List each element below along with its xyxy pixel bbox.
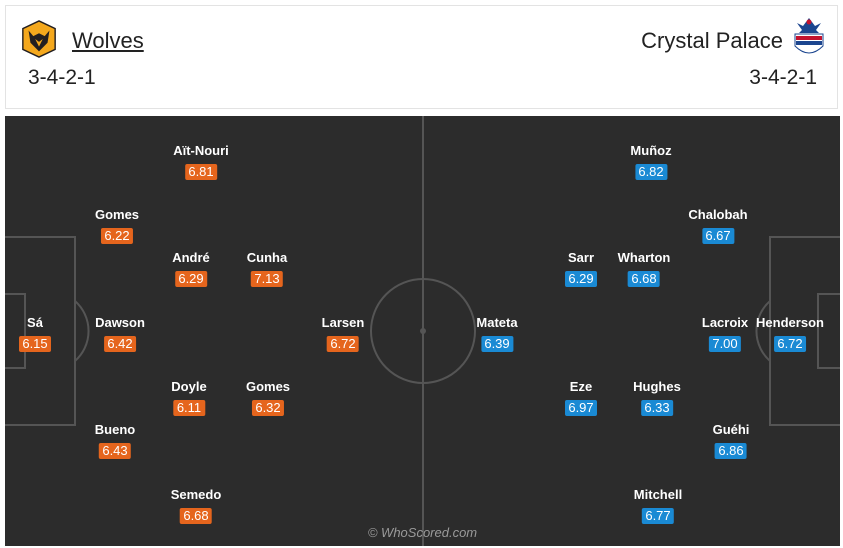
player-name: Eze <box>569 379 593 394</box>
player-rating: 6.43 <box>98 443 131 459</box>
player-name: Semedo <box>170 487 222 502</box>
player-ait-nouri[interactable]: Aït-Nouri 6.81 <box>173 143 229 180</box>
player-dawson[interactable]: Dawson 6.42 <box>95 315 145 352</box>
player-rating: 6.29 <box>175 271 207 287</box>
lineup-header: Wolves 3-4-2-1 Crystal Palace 3-4-2-1 <box>5 5 838 109</box>
watermark: © WhoScored.com <box>367 525 478 540</box>
player-name: Lacroix <box>701 315 749 330</box>
wolves-crest-icon <box>22 20 56 58</box>
player-lacroix[interactable]: Lacroix 7.00 <box>702 315 748 352</box>
player-rating: 6.68 <box>628 271 660 287</box>
player-name: Gomes <box>245 379 291 394</box>
player-rating: 6.15 <box>19 336 51 352</box>
player-rating: 6.39 <box>481 336 513 352</box>
player-gomes-lwb[interactable]: Gomes 6.22 <box>95 207 139 244</box>
player-name: Guéhi <box>712 422 750 437</box>
player-name: Doyle <box>171 379 207 394</box>
pitch: Aït-Nouri 6.81 Gomes 6.22 André 6.29 Cun… <box>5 116 840 546</box>
player-cunha[interactable]: Cunha 7.13 <box>247 250 287 287</box>
player-name: Dawson <box>95 315 145 330</box>
player-rating: 6.97 <box>565 400 597 416</box>
player-chalobah[interactable]: Chalobah 6.67 <box>688 207 748 244</box>
player-bueno[interactable]: Bueno 6.43 <box>95 422 135 459</box>
player-mateta[interactable]: Mateta 6.39 <box>476 315 518 352</box>
player-rating: 6.86 <box>715 443 747 459</box>
player-doyle[interactable]: Doyle 6.11 <box>171 379 207 416</box>
player-rating: 6.72 <box>326 336 359 352</box>
player-name: Hughes <box>633 379 681 394</box>
player-munoz[interactable]: Muñoz 6.82 <box>630 143 672 180</box>
player-rating: 6.11 <box>173 400 205 416</box>
player-name: Sarr <box>567 250 595 265</box>
player-wharton[interactable]: Wharton 6.68 <box>617 250 671 287</box>
player-name: Wharton <box>617 250 671 265</box>
player-henderson[interactable]: Henderson 6.72 <box>756 315 824 352</box>
player-name: Gomes <box>94 207 140 222</box>
player-rating: 6.22 <box>100 228 133 244</box>
player-eze[interactable]: Eze 6.97 <box>565 379 597 416</box>
player-name: Muñoz <box>630 143 672 158</box>
player-rating: 6.33 <box>640 400 673 416</box>
player-rating: 6.32 <box>251 400 284 416</box>
player-mitchell[interactable]: Mitchell 6.77 <box>634 487 682 524</box>
player-name: Larsen <box>321 315 365 330</box>
player-rating: 6.67 <box>701 228 734 244</box>
player-sarr[interactable]: Sarr 6.29 <box>565 250 597 287</box>
player-name: Bueno <box>94 422 136 437</box>
pitch-markings <box>5 116 840 546</box>
player-rating: 7.13 <box>250 271 283 287</box>
player-name: Mateta <box>476 315 518 330</box>
player-rating: 6.42 <box>104 336 136 352</box>
player-andre[interactable]: André 6.29 <box>172 250 210 287</box>
player-name: Mitchell <box>633 487 683 502</box>
player-hughes[interactable]: Hughes 6.33 <box>633 379 681 416</box>
player-rating: 6.77 <box>642 508 674 524</box>
player-rating: 6.68 <box>179 508 212 524</box>
player-name: Cunha <box>246 250 288 265</box>
player-rating: 6.29 <box>565 271 597 287</box>
player-name: Henderson <box>756 315 824 330</box>
away-team-name[interactable]: Crystal Palace <box>641 28 783 53</box>
player-name: Aït-Nouri <box>173 143 229 158</box>
player-semedo[interactable]: Semedo 6.68 <box>170 487 222 524</box>
player-rating: 6.81 <box>184 164 217 180</box>
player-rating: 6.72 <box>774 336 806 352</box>
player-sa[interactable]: Sá 6.15 <box>19 315 51 352</box>
home-team-name[interactable]: Wolves <box>72 28 144 53</box>
away-formation: 3-4-2-1 <box>749 66 817 89</box>
home-formation: 3-4-2-1 <box>28 66 96 89</box>
player-name: Sá <box>27 315 43 330</box>
player-name: Chalobah <box>688 207 748 222</box>
player-guehi[interactable]: Guéhi 6.86 <box>712 422 750 459</box>
crystal-palace-eagle-icon <box>794 18 824 54</box>
player-gomes-cm[interactable]: Gomes 6.32 <box>246 379 290 416</box>
player-larsen[interactable]: Larsen 6.72 <box>321 315 365 352</box>
player-name: André <box>172 250 210 265</box>
player-rating: 7.00 <box>709 336 741 352</box>
player-rating: 6.82 <box>635 164 667 180</box>
